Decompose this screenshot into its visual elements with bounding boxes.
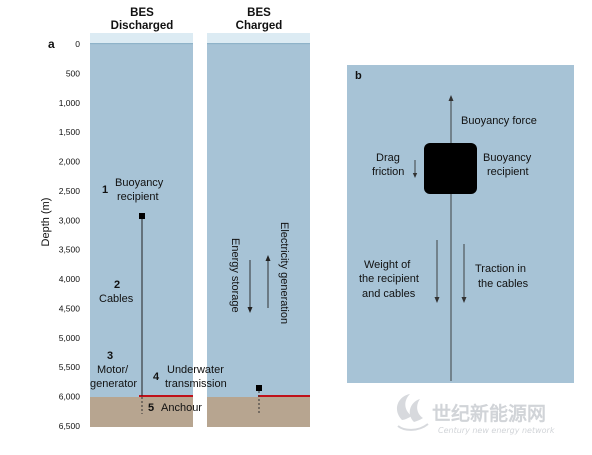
discharged-column [90,33,193,427]
component-5-line1: Anchour [161,402,202,414]
charged-title-line1: BES [247,7,271,19]
component-1-line1: Buoyancy [115,177,164,189]
drag-label-line2: friction [372,166,404,178]
depth-tick-label: 4,000 [59,274,81,284]
depth-tick-label: 5,500 [59,362,81,372]
panel-b-background [347,65,574,383]
depth-tick-label: 4,500 [59,303,81,313]
component-4-line2: transmission [165,378,227,390]
weight-label-line2: the recipient [359,273,419,285]
recipient-label-line1: Buoyancy [483,152,532,164]
charged-column: Energy storage Electricity generation [207,33,310,427]
drag-label-line1: Drag [376,152,400,164]
component-2-number: 2 [114,279,120,291]
depth-tick-label: 3,000 [59,215,81,225]
component-2-line1: Cables [99,293,134,305]
panel-b: b Buoyancy force Drag friction Buoyancy … [347,65,574,383]
traction-label-line2: the cables [478,278,529,290]
depth-tick-label: 6,500 [59,421,81,431]
depth-tick-label: 2,000 [59,157,81,167]
depth-tick-label: 500 [66,68,80,78]
depth-tick-label: 5,000 [59,333,81,343]
component-3-line1: Motor/ [97,364,129,376]
watermark-chinese: 世纪新能源网 [432,402,546,425]
watermark: 世纪新能源网 Century new energy network [396,394,555,435]
watermark-english: Century new energy network [438,426,555,435]
depth-ticks: 0 500 1,000 1,500 2,000 2,500 3,000 3,500 4,000 4… [59,39,81,431]
buoyancy-recipient-charged [256,385,262,391]
panel-a-label: a [48,37,55,51]
depth-tick-label: 1,500 [59,127,81,137]
electricity-generation-label: Electricity generation [278,222,290,324]
weight-label-line3: and cables [362,288,416,300]
panel-b-label: b [355,70,362,82]
watermark-logo-icon [396,394,429,431]
traction-label-line1: Traction in [475,263,526,275]
discharged-title-line1: BES [130,7,154,19]
buoyancy-recipient-block [424,143,477,194]
component-5-number: 5 [148,402,154,414]
component-3-line2: generator [90,378,137,390]
charged-title-line2: Charged [236,20,283,32]
component-4-number: 4 [153,371,160,383]
weight-label-line1: Weight of [364,259,411,271]
buoyancy-recipient-discharged [139,213,145,219]
discharged-title-line2: Discharged [111,20,174,32]
recipient-label-line2: recipient [487,166,529,178]
energy-storage-label: Energy storage [229,238,241,313]
component-4-line1: Underwater [167,364,224,376]
depth-tick-label: 1,000 [59,98,81,108]
depth-tick-label: 3,500 [59,245,81,255]
component-3-number: 3 [107,350,113,362]
water-column-charged [207,33,310,397]
buoyancy-force-label: Buoyancy force [461,115,537,127]
component-1-line2: recipient [117,191,159,203]
buoyancy-force-arrowhead [448,95,454,101]
panel-a: a BES Discharged BES Charged [40,7,310,431]
depth-tick-label: 0 [75,39,80,49]
sea-surface-discharged [90,33,193,43]
y-axis-label: Depth (m) [40,198,52,247]
component-1-number: 1 [102,184,108,196]
depth-tick-label: 2,500 [59,186,81,196]
sea-surface-charged [207,33,310,43]
depth-tick-label: 6,000 [59,392,81,402]
